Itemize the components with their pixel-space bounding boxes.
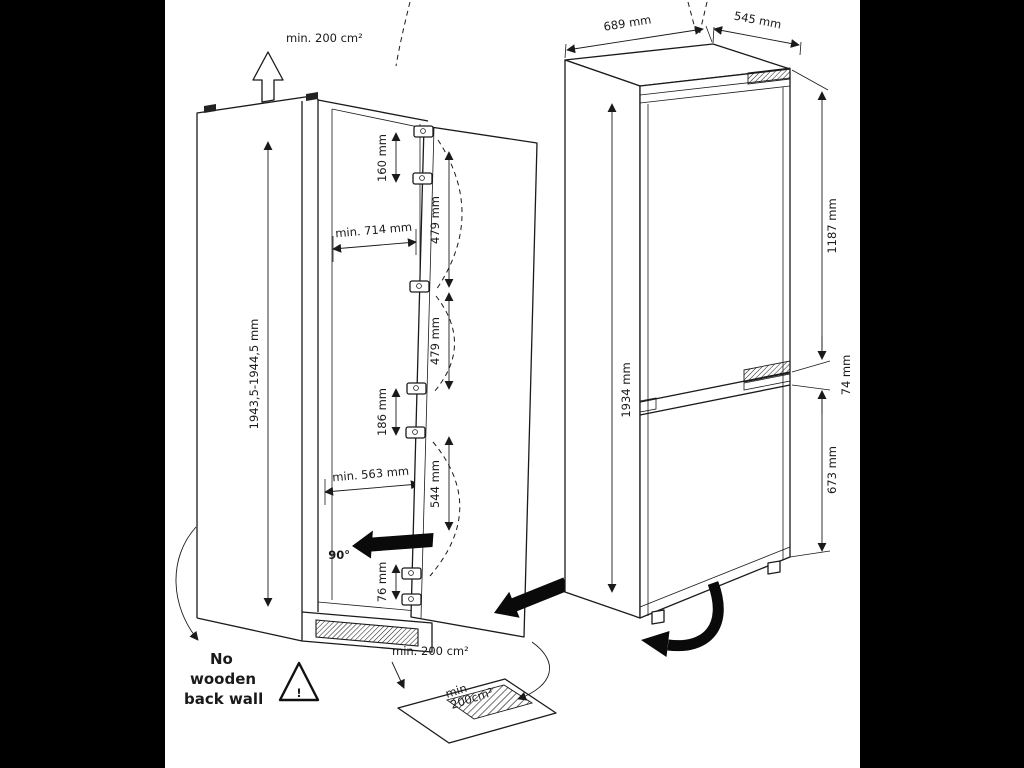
appliance-view: 689 mm 545 mm 1934 mm 1187 mm 74 mm 673 … bbox=[564, 1, 853, 657]
width-dimline bbox=[566, 25, 704, 54]
top-hinge-cover bbox=[306, 92, 318, 101]
mid-hinge bbox=[743, 360, 791, 383]
hinge-dim-160: 160 mm bbox=[375, 134, 389, 182]
front-foot bbox=[767, 560, 781, 575]
hinge-brackets bbox=[401, 125, 434, 606]
hinge-dim-544: 544 mm bbox=[428, 460, 442, 508]
top-vent-arrow bbox=[252, 51, 284, 103]
warning-exclamation: ! bbox=[296, 686, 301, 700]
hinge-dim-479b: 479 mm bbox=[428, 317, 442, 365]
niche-depth-label: min. 563 mm bbox=[332, 464, 410, 485]
niche-width-dimline bbox=[332, 238, 417, 253]
hinge-dim-186: 186 mm bbox=[375, 388, 389, 436]
niche-view: min. 200 cm² 1943,5-1944,5 mm min. 714 m… bbox=[175, 1, 557, 744]
warning-line3: back wall bbox=[184, 690, 263, 708]
top-hinge-cover bbox=[204, 104, 216, 113]
floor-vent-label-1: min bbox=[444, 681, 469, 701]
top-vent-label: min. 200 cm² bbox=[286, 31, 363, 45]
depth-dimline bbox=[713, 26, 800, 48]
back-wall-curved-arrow bbox=[175, 526, 199, 641]
bottom-vent-pointer bbox=[391, 661, 405, 689]
niche-width-label: min. 714 mm bbox=[335, 220, 413, 241]
warning-triangle-icon bbox=[278, 661, 320, 702]
hinge-dim-479a: 479 mm bbox=[428, 196, 442, 244]
hinge-dimensions: 160 mm 479 mm 479 mm 186 mm 544 mm 76 mm bbox=[375, 132, 454, 603]
rotate-curved-arrowhead bbox=[641, 631, 670, 657]
insert-direction-arrow bbox=[494, 577, 569, 618]
fridge-outline bbox=[564, 43, 791, 625]
door-open-arrow bbox=[352, 530, 434, 559]
floor-vent-panel: min 200cm² bbox=[397, 678, 557, 744]
rotate-curved-arrow bbox=[667, 581, 724, 652]
niche-depth-dimline bbox=[324, 480, 420, 496]
floor-vent-curved-arrow bbox=[517, 641, 550, 701]
door-angle-label: 90° bbox=[328, 548, 350, 562]
upper-door-label: 1187 mm bbox=[825, 198, 839, 253]
niche-height-label: 1943,5-1944,5 mm bbox=[247, 319, 261, 430]
plinth-vent-grille bbox=[315, 619, 419, 647]
warning-line2: wooden bbox=[190, 670, 256, 688]
lower-door-label: 673 mm bbox=[825, 446, 839, 494]
hinge-dim-76: 76 mm bbox=[375, 562, 389, 603]
gap-label: 74 mm bbox=[839, 355, 853, 396]
top-hinge bbox=[747, 67, 791, 85]
warning-line1: No bbox=[210, 650, 233, 668]
bottom-vent-label: min. 200 cm² bbox=[392, 644, 469, 658]
front-foot bbox=[651, 609, 665, 625]
height-label: 1934 mm bbox=[619, 362, 633, 417]
warning-block: No wooden back wall ! bbox=[184, 650, 320, 708]
